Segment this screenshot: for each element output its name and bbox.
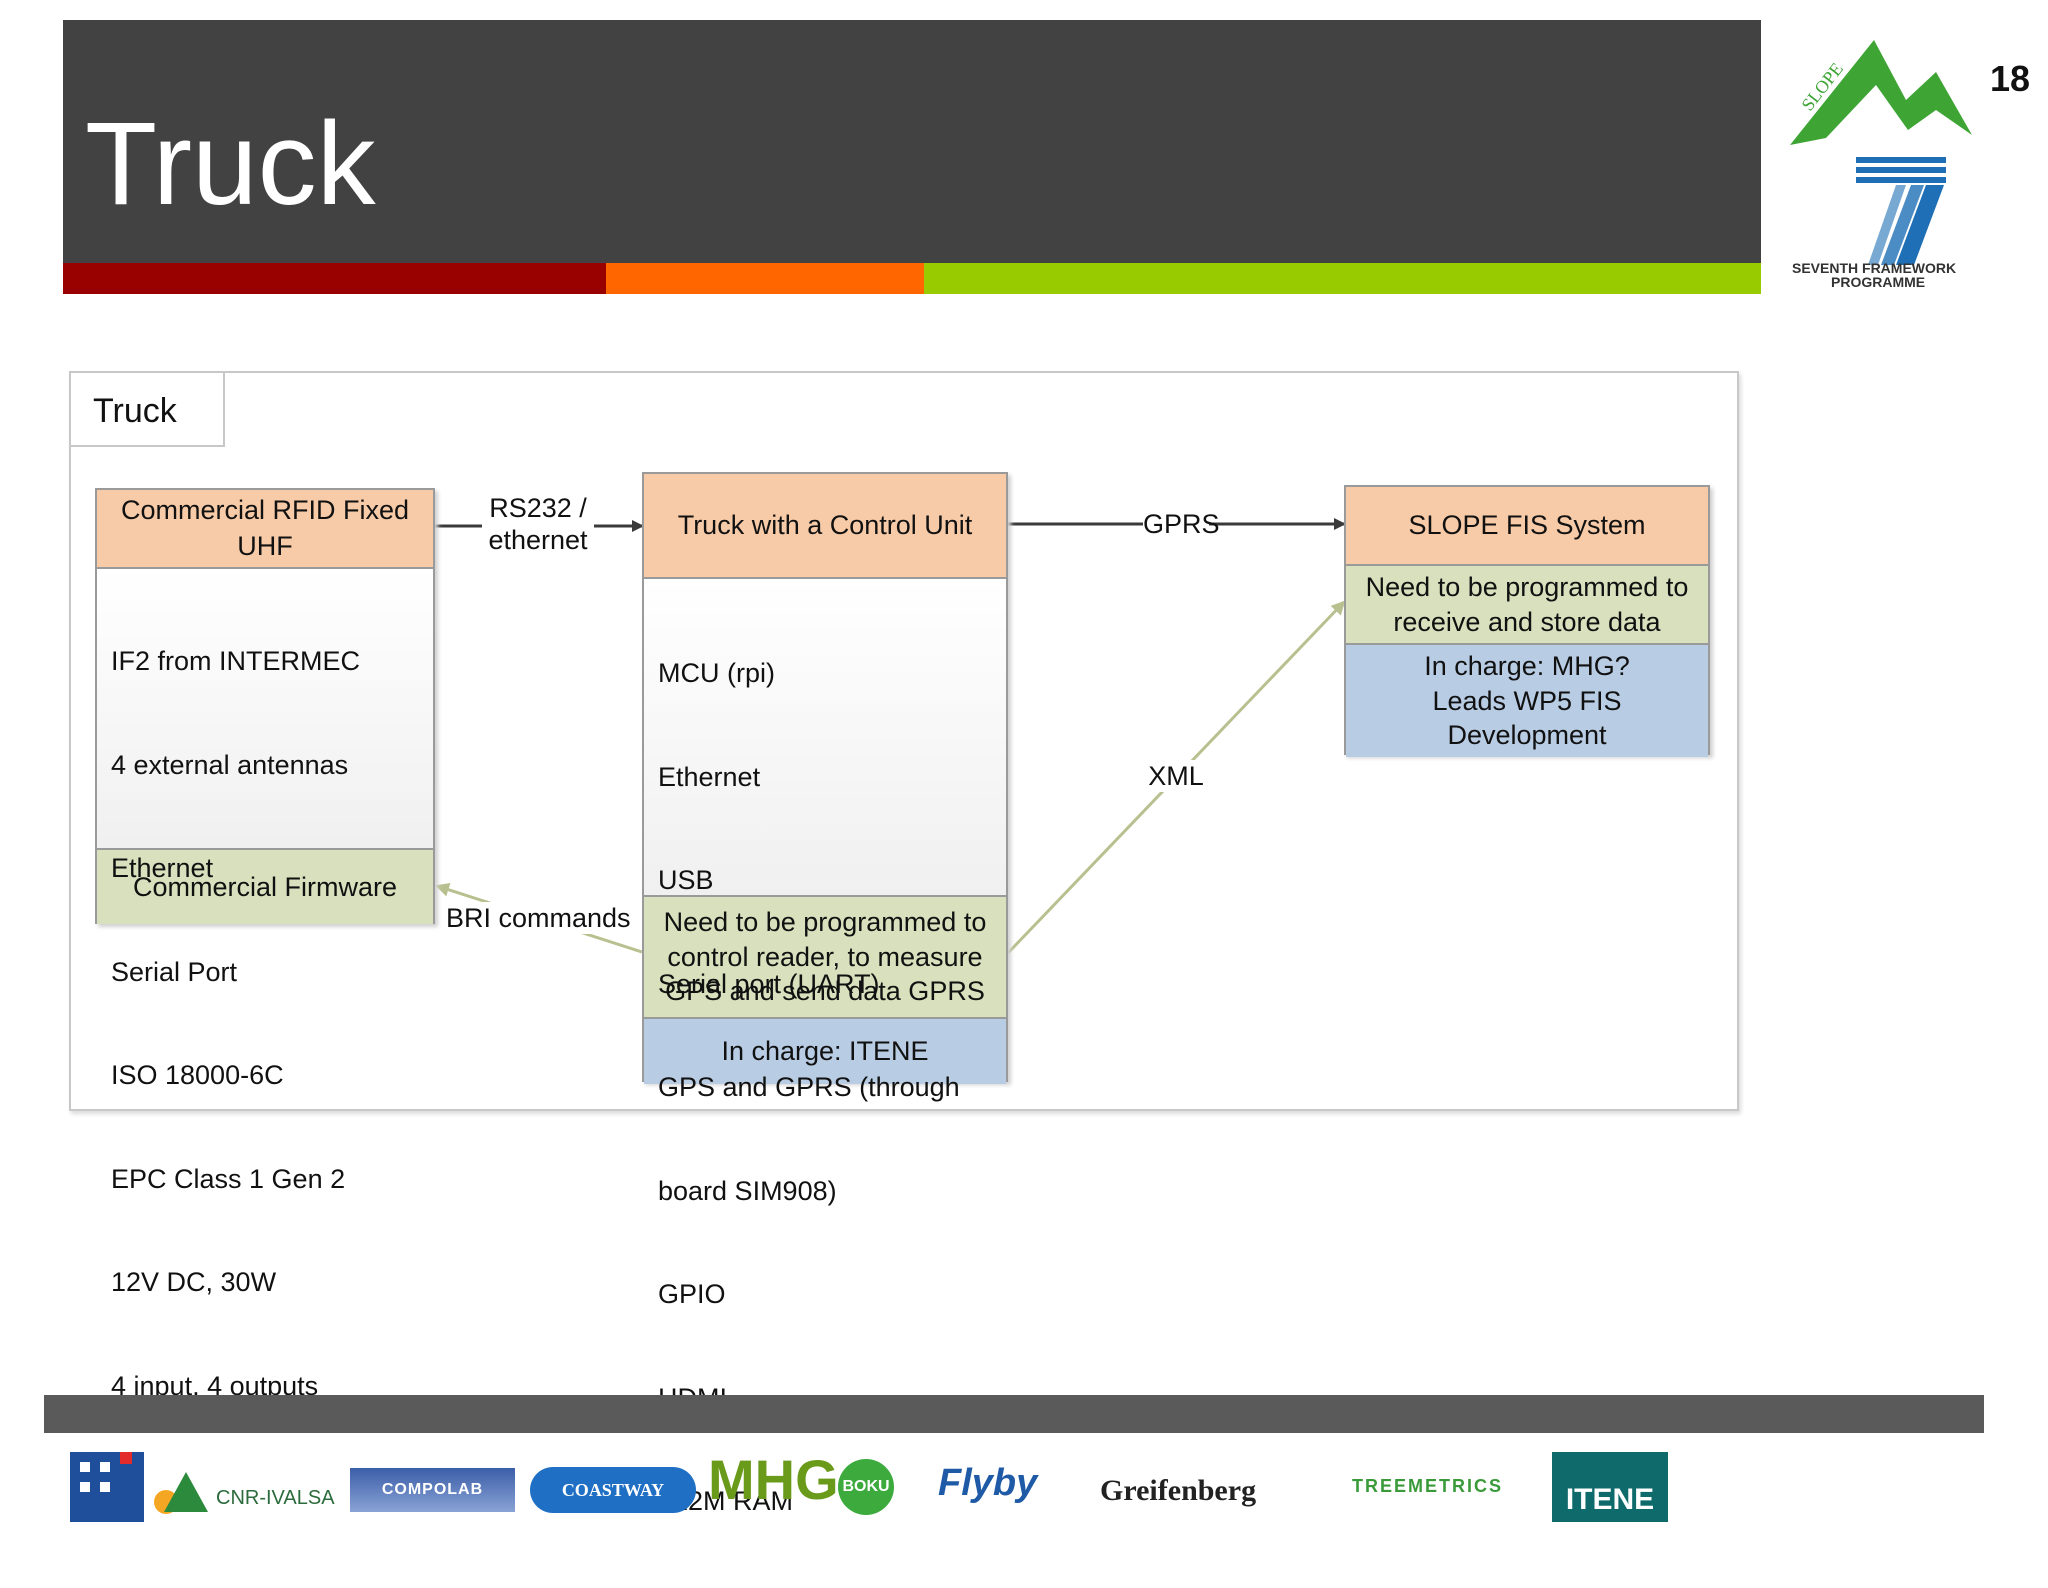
list-item: EPC Class 1 Gen 2 [111,1163,346,1194]
fis-header: SLOPE FIS System [1346,487,1708,566]
itene-logo: ITENE [1552,1452,1668,1522]
rfid-reader-box: Commercial RFID Fixed UHF IF2 from INTER… [95,488,435,1401]
stripe-orange [606,263,924,294]
control-unit-task: Need to be programmed to control reader,… [644,897,1006,1019]
list-item: 12V DC, 30W [111,1267,277,1297]
rfid-firmware: Commercial Firmware [97,850,433,924]
cnr-ivalsa-logo: CNR-IVALSA [154,1472,335,1514]
list-item: GPIO [658,1279,726,1309]
list-item: USB [658,865,714,895]
flyby-logo: Flyby [938,1462,1038,1504]
coastway-logo: COASTWAY [530,1467,696,1513]
bri-label: BRI commands [446,902,631,934]
control-unit-header: Truck with a Control Unit [644,474,1006,579]
fis-owner: In charge: MHG? Leads WP5 FIS Developmen… [1346,645,1708,757]
fp7-line1: SEVENTH FRAMEWORK [1792,260,1956,276]
page-number: 18 [1990,58,2031,99]
boku-logo: BOKU [838,1459,894,1515]
list-item: Ethernet [658,761,761,792]
treemetrics-logo: TREEMETRICS [1352,1476,1504,1496]
slide-title: Truck [85,98,376,230]
stripe-green [924,263,1761,294]
gprs-label: GPRS [1143,508,1220,540]
fp7-logo: SEVENTH FRAMEWORK PROGRAMME [1792,157,1956,290]
fis-task: Need to be programmed to receive and sto… [1346,566,1708,645]
title-bar [63,20,1761,263]
fp7-line2: PROGRAMME [1831,274,1925,290]
list-item: IF2 from INTERMEC [111,646,361,676]
control-unit-spec-list: MCU (rpi) Ethernet USB Serial port (UART… [644,579,1006,1516]
cnr-ivalsa-text: CNR-IVALSA [216,1487,335,1509]
xml-label: XML [1146,760,1206,792]
diagram-frame-label: Truck [69,371,225,447]
list-item: Serial Port [111,956,238,987]
list-item: ISO 18000-6C [111,1060,284,1090]
control-unit-box: Truck with a Control Unit MCU (rpi) Ethe… [642,472,1008,1516]
list-item: MCU (rpi) [658,658,775,688]
rs232-label: RS232 / ethernet [482,492,594,556]
compolab-logo: COMPOLAB [350,1468,515,1512]
list-item: GPS and GPRS (through [658,1072,960,1102]
stripe-red [63,263,606,294]
control-unit-owner: In charge: ITENE [644,1019,1006,1084]
rfid-spec-list: IF2 from INTERMEC 4 external antennas Et… [97,569,433,1401]
fis-system-box: SLOPE FIS System Need to be programmed t… [1344,485,1710,757]
greifenberg-logo: Greifenberg [1100,1474,1257,1507]
list-item: 4 external antennas [111,749,349,780]
rfid-header: Commercial RFID Fixed UHF [97,490,433,569]
footer-bar [44,1395,1984,1433]
mhg-logo: MHG [708,1448,839,1511]
slope-logo: SLOPE [1790,40,1972,145]
sponsor-logo-building [70,1452,144,1522]
list-item: board SIM908) [658,1175,837,1206]
